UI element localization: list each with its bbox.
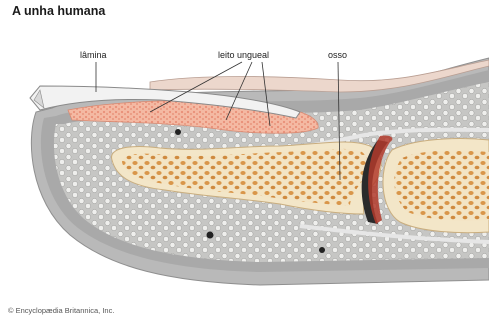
vessel-dot [175, 129, 181, 135]
label-lamina: lâmina [80, 50, 107, 60]
label-leito-ungueal: leito ungueal [218, 50, 269, 60]
credit-line: © Encyclopædia Britannica, Inc. [8, 306, 114, 315]
label-osso: osso [328, 50, 347, 60]
vessel-dot [207, 232, 214, 239]
vessel-dot [319, 247, 325, 253]
